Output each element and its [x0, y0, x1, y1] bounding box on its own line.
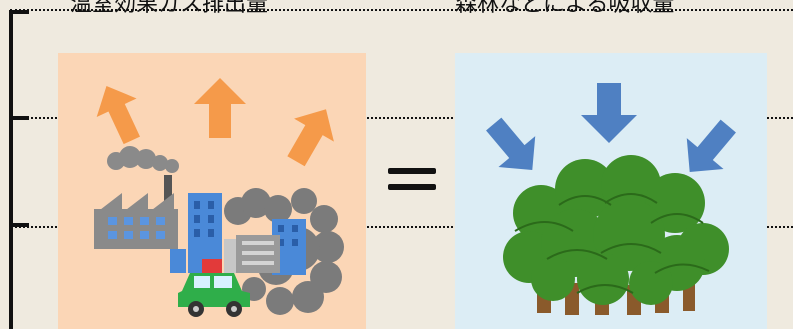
equals-symbol	[388, 157, 440, 197]
truck-icon	[236, 235, 280, 273]
bracket-tick	[9, 116, 29, 120]
emissions-panel	[58, 53, 366, 329]
factory-icon	[94, 175, 178, 249]
bracket-tick	[9, 10, 29, 14]
bracket-tick	[9, 223, 29, 227]
dotted-rule-top	[10, 9, 793, 11]
up-arrow-icon	[276, 98, 346, 173]
down-arrow-icon	[475, 109, 550, 186]
forest-icon	[503, 155, 729, 315]
up-arrow-icon	[194, 78, 246, 138]
smoke-icon	[107, 146, 179, 173]
bracket-line	[9, 10, 13, 329]
absorption-panel	[455, 53, 767, 329]
down-arrow-icon	[581, 83, 637, 143]
up-arrow-icon	[87, 77, 152, 150]
